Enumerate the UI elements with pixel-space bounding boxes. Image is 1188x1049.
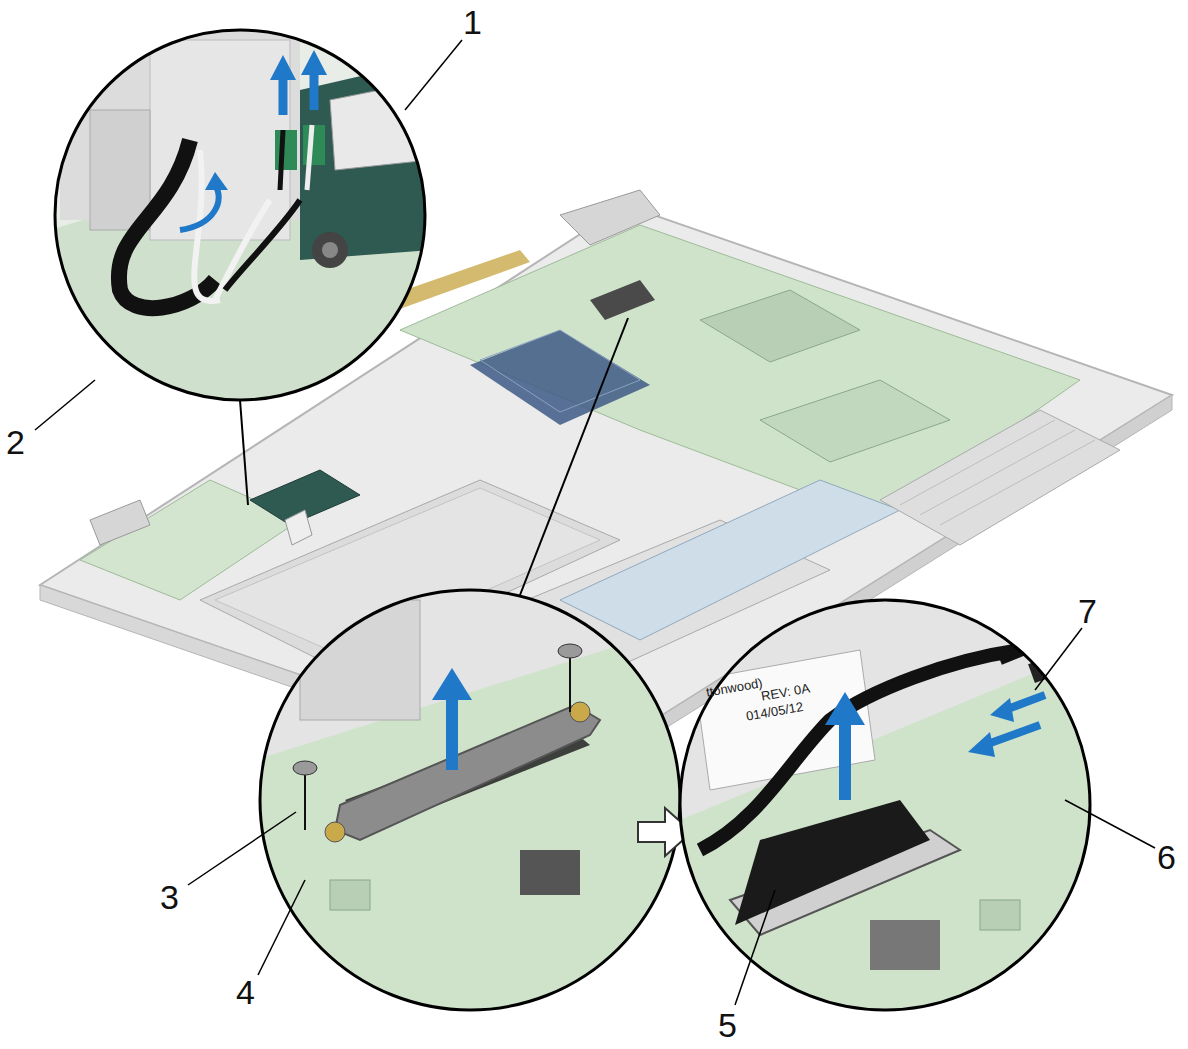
callout-number: 7 [1078,594,1097,628]
callout-number: 5 [718,1008,737,1042]
callout-number: 6 [1157,840,1176,874]
callout-number: 1 [463,5,482,39]
callout-number: 3 [160,880,179,914]
callout-number: 4 [236,975,255,1009]
callout-number: 2 [6,425,25,459]
